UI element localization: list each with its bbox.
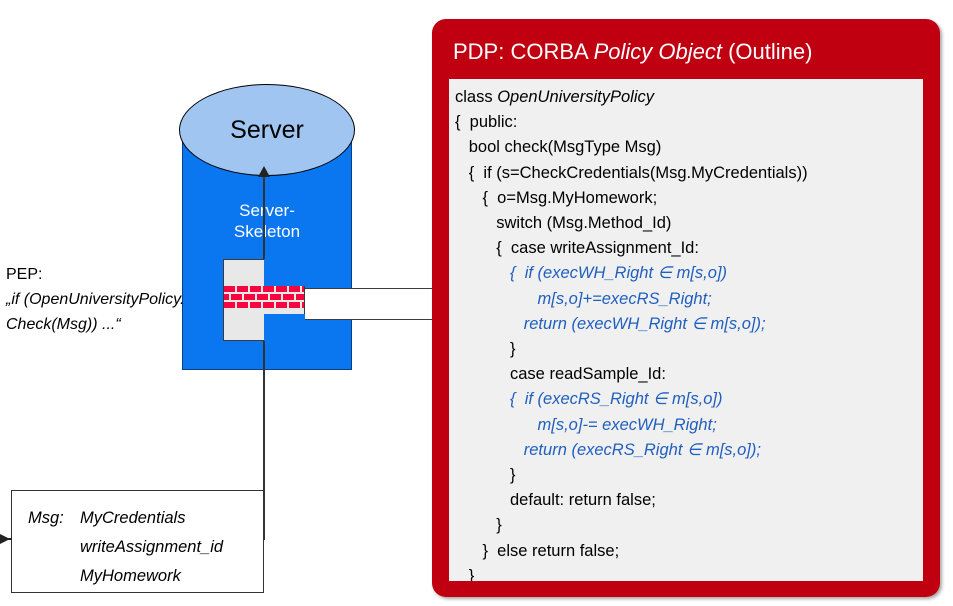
firewall-brick [224, 302, 235, 308]
message-row-1: writeAssignment_id [80, 538, 224, 556]
code-line: { if (execRS_Right ∈ m[s,o]) [455, 390, 723, 409]
firewall-brick [263, 302, 274, 308]
firewall-brick-row [224, 294, 304, 300]
pep-code-line1: „if (OpenUniversityPolicy. [6, 291, 185, 308]
pep-title: PEP: [6, 266, 43, 283]
server-skeleton-label: Server- Skeleton [182, 200, 352, 242]
firewall-brick [302, 286, 304, 292]
code-line: switch (Msg.Method_Id) [455, 214, 672, 233]
code-line: } [455, 340, 516, 359]
code-line: return (execWH_Right ∈ m[s,o]); [455, 314, 766, 333]
firewall-brick [276, 286, 287, 292]
pdp-title-prefix: PDP: CORBA [453, 39, 594, 64]
message-row-0: Msg: MyCredentials [28, 504, 223, 533]
message-key: Msg: [28, 509, 64, 527]
code-line: m[s,o]-= execWH_Right; [455, 415, 717, 434]
code-line: class OpenUniversityPolicy [455, 85, 923, 110]
code-line: } [455, 466, 516, 485]
firewall-brick [224, 286, 235, 292]
firewall-brick [224, 294, 229, 300]
message-flow-arrowhead [258, 166, 270, 177]
pdp-panel: PDP: CORBA Policy Object (Outline) class… [432, 19, 940, 597]
firewall-brick [289, 286, 300, 292]
firewall-bricks [224, 286, 304, 311]
pep-code-line2: Check(Msg)) ...“ [6, 316, 121, 333]
code-line: { case writeAssignment_Id: [455, 239, 699, 258]
message-box: Msg: MyCredentials writeAssignment_id MyH… [11, 490, 264, 593]
firewall-brick [257, 294, 268, 300]
code-line: bool check(MsgType Msg) [455, 138, 662, 157]
firewall-brick [296, 294, 304, 300]
code-line: m[s,o]+=execRS_Right; [455, 289, 712, 308]
firewall-brick [250, 286, 261, 292]
message-row-2: MyHomework [80, 567, 181, 585]
firewall-brick [237, 302, 248, 308]
firewall-brick [250, 302, 261, 308]
firewall-brick [244, 294, 255, 300]
message-inbound-arrowhead [0, 534, 10, 544]
firewall-brick [263, 286, 274, 292]
server-label: Server [230, 115, 304, 144]
code-class-name: OpenUniversityPolicy [497, 88, 654, 106]
firewall-brick [283, 294, 294, 300]
firewall-brick [237, 286, 248, 292]
pdp-code-block: class OpenUniversityPolicy { public: bool… [449, 79, 923, 581]
firewall-brick [231, 294, 242, 300]
code-line: } [455, 566, 475, 581]
server-skeleton-label-line2: Skeleton [233, 222, 301, 241]
code-line: { o=Msg.MyHomework; [455, 188, 658, 207]
code-line: { public: [455, 113, 518, 132]
firewall-brick-row [224, 286, 304, 292]
firewall-brick [276, 302, 287, 308]
server-skeleton-label-line1: Server- [239, 201, 295, 220]
firewall-brick-icon [223, 259, 305, 341]
code-keyword: class [455, 88, 498, 106]
message-value-0: MyCredentials [80, 509, 186, 527]
server-cylinder-top: Server [179, 84, 355, 176]
firewall-brick [289, 302, 300, 308]
pdp-panel-title: PDP: CORBA Policy Object (Outline) [453, 39, 812, 65]
firewall-notch-top [264, 259, 305, 286]
firewall-brick [302, 302, 304, 308]
pdp-title-italic: Policy Object [593, 39, 722, 64]
pdp-title-suffix: (Outline) [721, 39, 813, 64]
code-line: case readSample_Id: [455, 365, 666, 384]
firewall-brick [270, 294, 281, 300]
firewall-notch-bottom [264, 314, 305, 341]
code-line: return (execRS_Right ∈ m[s,o]); [455, 440, 761, 459]
code-line: { if (execWH_Right ∈ m[s,o]) [455, 264, 728, 283]
message-box-content: Msg: MyCredentials writeAssignment_id MyH… [28, 504, 223, 591]
message-flow-line-lower [263, 370, 265, 540]
code-line: { if (s=CheckCredentials(Msg.MyCredentia… [455, 163, 808, 182]
code-line: } [455, 516, 502, 535]
code-line: default: return false; [455, 491, 656, 510]
code-line: } else return false; [455, 541, 620, 560]
firewall-brick-row [224, 302, 304, 308]
pep-label: PEP: „if (OpenUniversityPolicy. Check(Ms… [6, 262, 184, 337]
